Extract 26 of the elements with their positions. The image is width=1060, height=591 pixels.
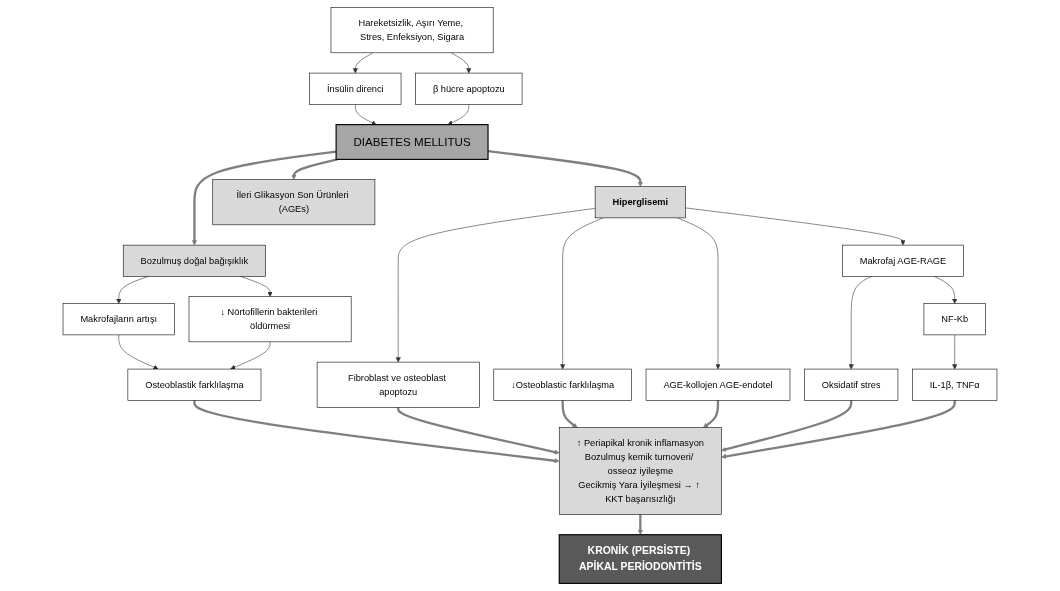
node-box: KRONİK (PERSİSTE) APİKAL PERİODONTİTİS: [558, 534, 722, 584]
node-box: β hücre apoptozu: [415, 72, 523, 105]
arrow: [291, 158, 338, 180]
node-box: ↑ Periapikal kronik inflamasyon Bozulmuş kemik turnoveri/ osseoz iyileşme Gecikmiş Yara İyileşmesi → ↑ KKT başarısızlığı: [558, 427, 722, 515]
arrow: [721, 400, 956, 459]
node-box: ↓ Nörtofillerin bakterileri öldürmesi: [188, 296, 352, 343]
arrow: [703, 400, 720, 428]
arrow: [397, 407, 560, 455]
node-box: İleri Glikasyon Son Ürünleri (AGEs): [212, 179, 376, 226]
node-box: AGE-kollojen AGE-endotel: [645, 368, 791, 401]
node-box: Fibroblast ve osteoblast apoptozu: [316, 361, 480, 408]
arrow: [561, 400, 578, 428]
node-box: Hiperglisemi: [594, 186, 686, 219]
node-box: Makrofaj AGE-RAGE: [842, 244, 964, 277]
node-box: DIABETES MELLITUS: [335, 124, 489, 160]
node-box: NF-Kb: [923, 303, 986, 336]
node-box: Osteoblastik farklılaşma: [127, 368, 262, 401]
arrow: [721, 400, 853, 452]
node-box: ↓Osteoblastic farklılaşma: [493, 368, 632, 401]
node-box: Makrofajların artışı: [62, 303, 175, 336]
node-box: İnsülin direnci: [309, 72, 402, 105]
node-box: Oksidatif stres: [804, 368, 899, 401]
node-box: Hareketsizlik, Aşırı Yeme, Stres, Enfeksiyon, Sigara: [330, 7, 494, 54]
node-box: Bozulmuş doğal bağışıklık: [122, 244, 266, 277]
node-box: IL-1β, TNFα: [912, 368, 998, 401]
arrow: [191, 150, 337, 246]
